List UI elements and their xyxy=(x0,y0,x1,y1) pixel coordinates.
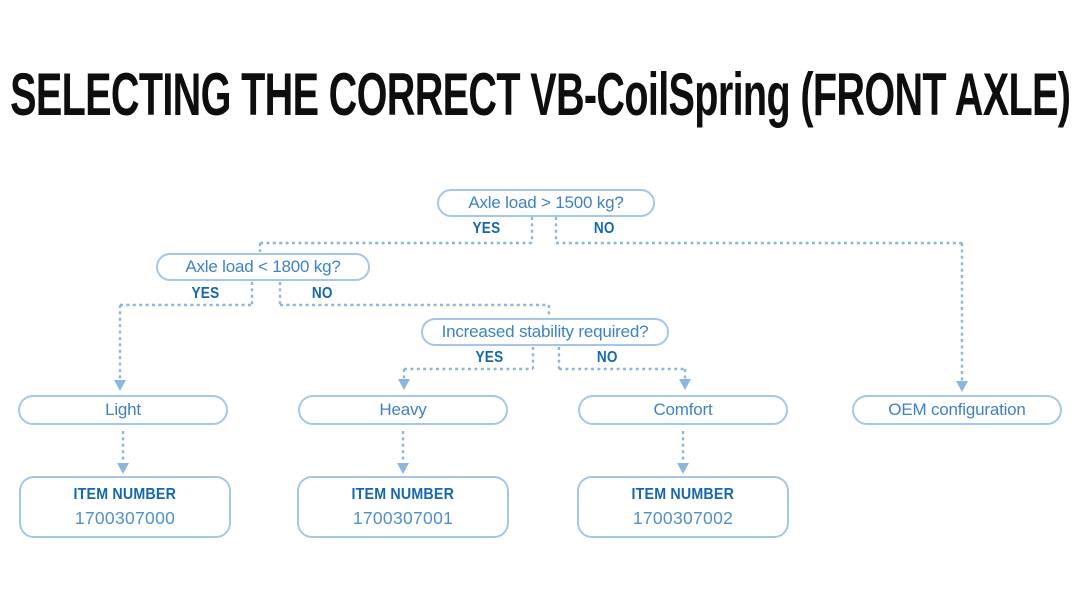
decision-box-axle-load-1500: Axle load > 1500 kg? xyxy=(437,189,655,217)
decision-question: Axle load > 1500 kg? xyxy=(468,193,624,212)
q3-no-label: NO xyxy=(596,349,618,366)
result-box-oem-configuration: OEM configuration xyxy=(852,395,1062,425)
item-number-value: 1700307002 xyxy=(632,507,734,528)
result-label: Heavy xyxy=(379,400,427,419)
decision-question: Axle load < 1800 kg? xyxy=(185,257,341,276)
item-number-box-comfort: ITEM NUMBER 1700307002 xyxy=(577,476,789,538)
q3-yes-label: YES xyxy=(475,349,503,366)
result-label: OEM configuration xyxy=(888,400,1026,419)
item-number-label: ITEM NUMBER xyxy=(73,485,177,503)
page-title: SELECTING THE CORRECT VB-CoilSpring (FRO… xyxy=(9,60,1071,128)
title-bar: SELECTING THE CORRECT VB-CoilSpring (FRO… xyxy=(0,58,1080,130)
result-label: Comfort xyxy=(653,400,713,419)
item-number-label: ITEM NUMBER xyxy=(351,485,455,503)
q2-no-label: NO xyxy=(311,285,333,302)
decision-box-increased-stability: Increased stability required? xyxy=(421,318,669,346)
item-number-value: 1700307001 xyxy=(352,507,454,528)
arrowhead-light xyxy=(114,380,126,391)
item-number-box-light: ITEM NUMBER 1700307000 xyxy=(19,476,231,538)
q2-yes-label: YES xyxy=(191,285,219,302)
arrowhead-item-1 xyxy=(117,463,129,474)
decision-box-axle-load-1800: Axle load < 1800 kg? xyxy=(156,253,370,281)
q1-yes-label: YES xyxy=(472,220,500,237)
item-number-box-heavy: ITEM NUMBER 1700307001 xyxy=(297,476,509,538)
decision-question: Increased stability required? xyxy=(441,322,649,341)
result-box-heavy: Heavy xyxy=(298,395,508,425)
arrowhead-item-2 xyxy=(397,463,409,474)
arrowhead-oem xyxy=(956,381,968,392)
arrowhead-comfort xyxy=(679,379,691,390)
item-number-label: ITEM NUMBER xyxy=(631,485,735,503)
arrowhead-item-3 xyxy=(677,463,689,474)
arrowhead-heavy xyxy=(398,379,410,390)
result-box-light: Light xyxy=(18,395,228,425)
q1-no-label: NO xyxy=(593,220,615,237)
item-number-value: 1700307000 xyxy=(74,507,176,528)
result-box-comfort: Comfort xyxy=(578,395,788,425)
result-label: Light xyxy=(105,400,141,419)
